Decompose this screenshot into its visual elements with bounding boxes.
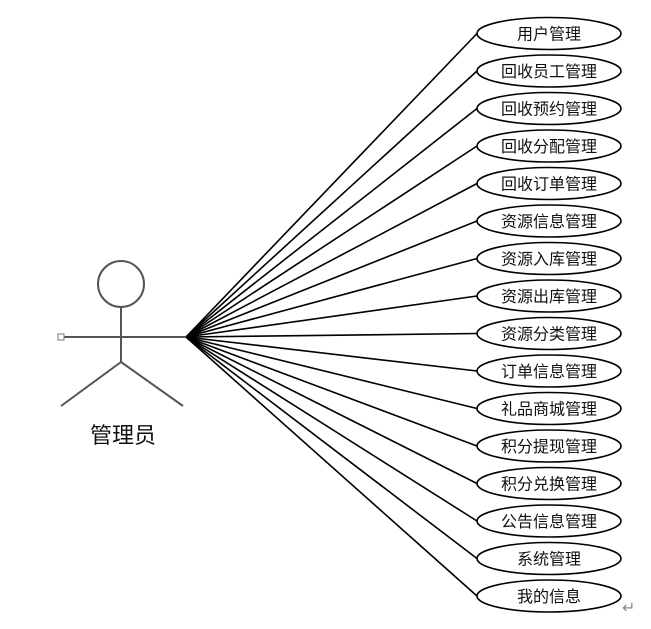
use-case: 用户管理 (476, 16, 622, 51)
use-case: 资源出库管理 (476, 279, 622, 313)
use-case: 公告信息管理 (476, 504, 622, 538)
association-line (185, 332, 478, 338)
paragraph-return-mark: ↵ (622, 598, 636, 617)
association-line (185, 295, 478, 338)
association-line (185, 220, 478, 338)
use-case: 资源入库管理 (476, 241, 622, 276)
use-case-ellipse (476, 579, 622, 613)
use-case-ellipse (476, 129, 622, 163)
use-case: 资源分类管理 (476, 316, 622, 351)
association-line (185, 336, 478, 485)
use-case-ellipse (476, 166, 622, 201)
use-case-label: 订单信息管理 (501, 362, 597, 381)
use-case: 回收员工管理 (476, 54, 622, 88)
use-case: 订单信息管理 (476, 354, 622, 388)
association-line (185, 336, 478, 410)
use-case-ellipse (476, 391, 622, 426)
use-case-label: 积分兑换管理 (501, 475, 597, 494)
use-case-label: 资源信息管理 (501, 212, 597, 231)
association-line (185, 145, 478, 338)
use-case-ellipse (476, 429, 622, 463)
use-case: 回收订单管理 (476, 166, 622, 201)
use-case-label: 我的信息 (517, 587, 581, 606)
use-case: 我的信息 (476, 579, 622, 613)
use-case: 礼品商城管理 (476, 391, 622, 426)
use-case-label: 资源入库管理 (501, 250, 597, 269)
association-line (185, 336, 478, 597)
use-case-label: 回收分配管理 (501, 137, 597, 156)
use-case-label: 资源分类管理 (501, 325, 597, 344)
use-case: 积分兑换管理 (476, 466, 622, 501)
association-line (185, 182, 478, 338)
association-line (185, 336, 478, 560)
use-case-ellipse (476, 504, 622, 538)
use-case-ellipse (476, 316, 622, 351)
use-case-ellipse (476, 91, 622, 126)
association-line (185, 70, 478, 338)
actor-figure (57, 260, 186, 407)
actor-arm-handle (57, 333, 65, 341)
use-case-ellipse (476, 354, 622, 388)
association-lines (185, 32, 478, 597)
use-case-label: 系统管理 (517, 550, 581, 569)
use-case-ellipse (476, 466, 622, 501)
use-case-ellipse (476, 279, 622, 313)
actor-label: 管理员 (89, 424, 156, 449)
use-case-label: 资源出库管理 (501, 287, 597, 306)
association-line (185, 257, 478, 338)
actor-right-leg (120, 361, 184, 407)
use-case-ellipse (476, 241, 622, 276)
use-case: 资源信息管理 (476, 204, 622, 238)
use-case-list: 用户管理回收员工管理回收预约管理回收分配管理回收订单管理资源信息管理资源入库管理… (476, 16, 622, 613)
association-line (185, 336, 478, 447)
association-line (185, 336, 478, 372)
use-case-ellipse (476, 16, 622, 51)
use-case: 系统管理 (476, 541, 622, 576)
actor-left-leg (60, 361, 122, 407)
use-case: 积分提现管理 (476, 429, 622, 463)
association-line (185, 336, 478, 522)
use-case: 回收预约管理 (476, 91, 622, 126)
use-case-label: 积分提现管理 (501, 437, 597, 456)
use-case-ellipse (476, 541, 622, 576)
use-case-label: 回收订单管理 (501, 175, 597, 194)
actor-head (97, 260, 145, 308)
use-case-label: 用户管理 (517, 25, 581, 44)
use-case-label: 礼品商城管理 (501, 400, 597, 419)
association-line (185, 32, 478, 338)
association-line (185, 107, 478, 338)
use-case-label: 回收预约管理 (501, 100, 597, 119)
use-case-label: 公告信息管理 (501, 512, 597, 531)
use-case-label: 回收员工管理 (501, 62, 597, 81)
use-case-ellipse (476, 54, 622, 88)
use-case: 回收分配管理 (476, 129, 622, 163)
use-case-ellipse (476, 204, 622, 238)
